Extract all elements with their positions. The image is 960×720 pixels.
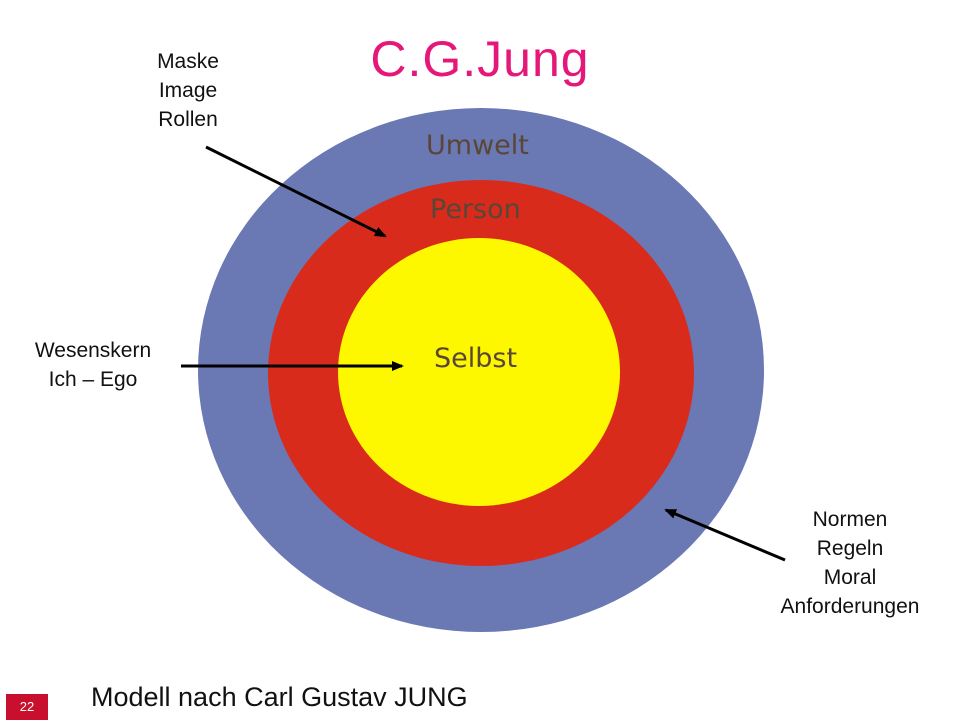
inner-circle-selbst [338, 238, 620, 506]
mask-annotation-line: Image [158, 79, 218, 102]
umwelt-label: Umwelt [426, 130, 529, 161]
core-annotation: Wesenskern Ich – Ego [10, 336, 176, 394]
norms-annotation-line: Anforderungen [780, 595, 920, 618]
page-title: C.G.Jung [370, 31, 590, 87]
core-annotation-line: Ich – Ego [48, 368, 138, 391]
mask-annotation-line: Maske [157, 50, 219, 73]
norms-annotation-line: Moral [823, 566, 877, 589]
mask-arrow [205, 145, 387, 238]
core-annotation-line: Wesenskern [34, 339, 152, 362]
selbst-label: Selbst [434, 343, 517, 374]
mask-annotation: Maske Image Rollen [128, 47, 248, 134]
slide-caption: Modell nach Carl Gustav JUNG [91, 682, 468, 712]
norms-annotation-line: Normen [812, 508, 888, 531]
norms-arrow [664, 508, 786, 562]
norms-annotation: Normen Regeln Moral Anforderungen [760, 505, 940, 621]
person-label: Person [430, 194, 521, 225]
page-number-badge: 22 [6, 694, 48, 720]
mask-annotation-line: Rollen [158, 108, 218, 131]
norms-annotation-line: Regeln [816, 537, 884, 560]
